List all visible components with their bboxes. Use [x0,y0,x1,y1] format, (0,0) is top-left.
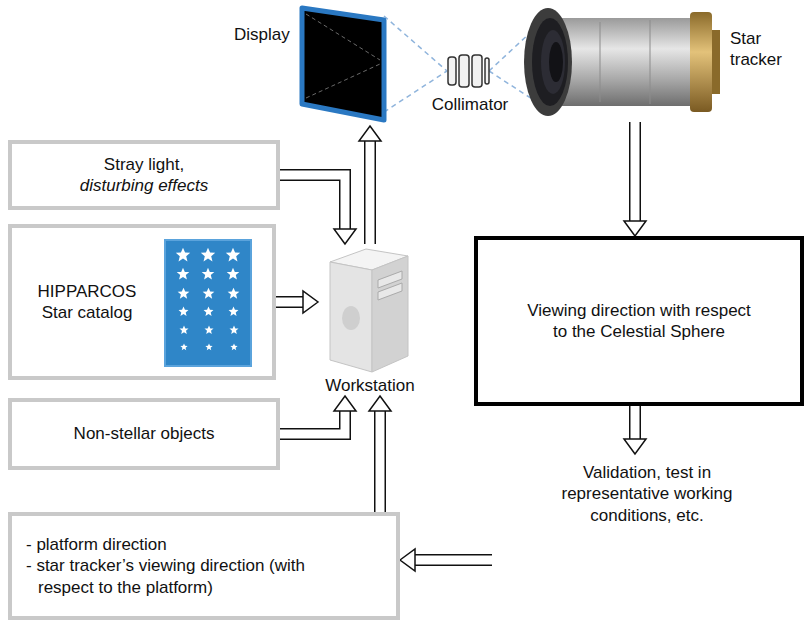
node-text: Stray light, [104,154,184,175]
flow-arrow [359,126,381,244]
flow-arrow [400,549,492,571]
node-text: Workstation [318,375,422,396]
node-text: Star tracker [730,28,802,71]
flow-arrow [369,396,391,512]
star-tracker-node: Star tracker [524,4,804,122]
flow-arrow [624,406,646,454]
node-text: Validation, test in representative worki… [532,462,762,526]
star-catalog-card [165,240,251,366]
flow-arrow [280,396,356,434]
collimator-node: Collimator [420,50,520,122]
node-text: HIPPARCOS Star catalog [12,281,152,324]
workstation-node: Workstation [318,244,422,396]
flow-arrow [624,122,646,236]
flow-arrow [280,175,356,244]
node-text: Display [234,24,290,45]
platform-box: - platform direction- star tracker’s vie… [8,512,400,620]
node-text: Collimator [420,94,520,115]
node-text: Viewing direction with respect to the Ce… [519,300,759,343]
display-node: Display [232,4,388,126]
node-text: disturbing effects [80,175,209,196]
validation-node: Validation, test in representative worki… [492,454,802,572]
catalog-box: HIPPARCOS Star catalog [8,224,276,380]
node-text: - platform direction [26,534,167,555]
display-screen [302,8,384,120]
input-box: Non-stellar objects [8,398,280,470]
flow-arrow [276,291,318,313]
node-text: Non-stellar objects [74,423,215,444]
node-text: - star tracker’s viewing direction (with… [26,555,338,598]
result-box: Viewing direction with respect to the Ce… [474,236,804,406]
input-box: Stray light,disturbing effects [8,140,280,210]
collimator-lens [448,55,489,87]
workstation-tower [330,249,408,372]
star-tracker-body [524,8,720,116]
